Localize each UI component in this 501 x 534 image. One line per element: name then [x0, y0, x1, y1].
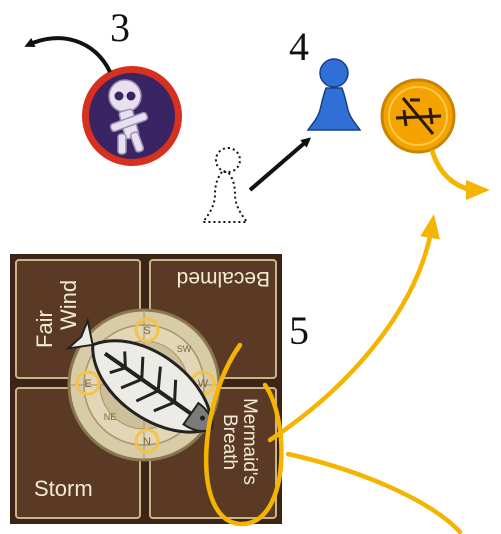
step-number-4: 4	[289, 24, 309, 69]
compass-south: S	[143, 325, 150, 337]
token-exit-arrow	[429, 149, 490, 200]
step-number-3: 3	[110, 5, 130, 50]
compass-northeast: NE	[104, 412, 117, 422]
pawn-icon	[306, 58, 362, 131]
label-fair-wind-line1: Fair	[32, 310, 57, 348]
skull-move-arrow	[24, 36, 112, 73]
label-becalmed: Becalmed	[177, 267, 270, 290]
fishbone-icon	[65, 317, 214, 434]
compass-north: N	[143, 436, 151, 448]
route-up-arrow	[267, 214, 440, 443]
pawn-dotted-outline	[201, 147, 249, 223]
compass-west: W	[198, 378, 209, 390]
game-board: S E W N SW NE Fair Wind Becal	[10, 254, 282, 524]
anchor-token	[380, 78, 456, 154]
route-down-right	[285, 451, 463, 534]
anchor-icon	[395, 97, 442, 135]
label-mermaids-line2: Breath	[219, 414, 240, 470]
pawn-move-arrow	[248, 137, 312, 192]
label-storm: Storm	[34, 476, 93, 501]
compass-southwest: SW	[177, 344, 192, 354]
skull-skeleton-icon	[108, 79, 149, 155]
label-fair-wind-line2: Wind	[56, 280, 81, 330]
step-number-5: 5	[289, 308, 309, 353]
compass-east: E	[84, 378, 91, 390]
label-mermaids-line1: Mermaid's	[239, 398, 260, 485]
route-arrows	[204, 214, 463, 534]
skull-token	[62, 46, 202, 186]
